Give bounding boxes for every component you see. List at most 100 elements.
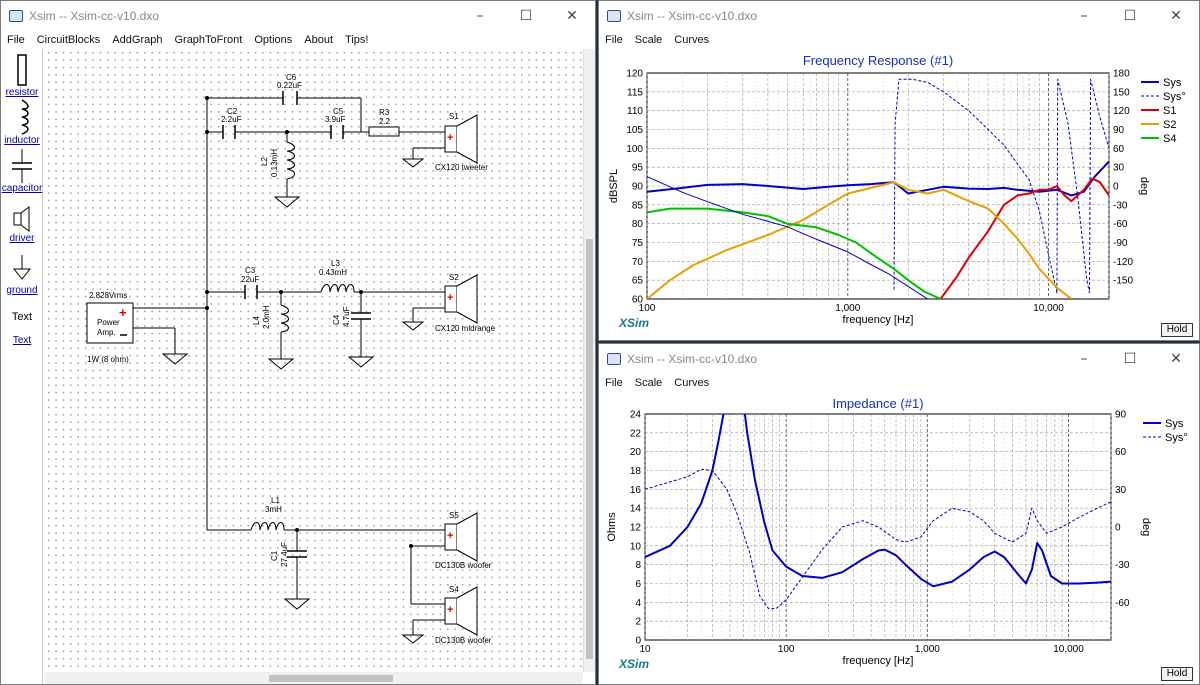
y2-tick-label: 150 bbox=[1113, 87, 1130, 98]
schematic-menubar: File CircuitBlocks AddGraph GraphToFront… bbox=[1, 31, 595, 49]
schematic-canvas[interactable]: Power Amp. + 2.828Vrms 1W (8 ohm) + S1 C… bbox=[45, 49, 583, 672]
y-tick-label: 22 bbox=[630, 428, 642, 439]
speaker-icon bbox=[13, 206, 30, 232]
hold-button[interactable]: Hold bbox=[1161, 323, 1193, 337]
menu-file[interactable]: File bbox=[605, 377, 623, 389]
legend-label: Sys bbox=[1163, 77, 1182, 89]
c3-value: 22uF bbox=[241, 275, 259, 284]
x-tick-label: 100 bbox=[639, 303, 656, 314]
y-tick-label: 24 bbox=[630, 410, 642, 421]
freq-titlebar[interactable]: Xsim -- Xsim-cc-v10.dxo – ☐ ✕ bbox=[599, 1, 1199, 31]
menu-graphtofront[interactable]: GraphToFront bbox=[174, 34, 243, 46]
close-icon[interactable]: ✕ bbox=[1170, 8, 1182, 24]
driver-s2[interactable]: + bbox=[444, 274, 478, 324]
legend-label: S2 bbox=[1163, 119, 1176, 131]
y2-tick-label: -60 bbox=[1115, 598, 1130, 609]
palette-text[interactable]: Text bbox=[12, 335, 32, 346]
hold-button[interactable]: Hold bbox=[1161, 667, 1193, 681]
menu-about[interactable]: About bbox=[304, 34, 334, 46]
y2-axis-label: deg bbox=[1138, 177, 1150, 195]
menu-file[interactable]: File bbox=[605, 34, 623, 46]
y-tick-label: 20 bbox=[630, 447, 642, 458]
imp-menubar: File Scale Curves bbox=[599, 374, 1199, 392]
window-title: Xsim -- Xsim-cc-v10.dxo bbox=[627, 352, 758, 366]
y-tick-label: 70 bbox=[632, 257, 644, 268]
menu-curves[interactable]: Curves bbox=[674, 34, 710, 46]
schematic-diagram: Power Amp. + 2.828Vrms 1W (8 ohm) + S1 C… bbox=[86, 73, 496, 645]
frequency-response-chart[interactable]: Frequency Response (#1)60657075808590951… bbox=[599, 49, 1199, 340]
driver-s1[interactable]: + bbox=[444, 114, 478, 164]
amp-plus-icon: + bbox=[119, 305, 127, 320]
s5-label: S5 bbox=[449, 511, 459, 520]
c3-label: C3 bbox=[245, 266, 256, 275]
c4-value: 4.7uF bbox=[342, 306, 351, 327]
l3-coil[interactable] bbox=[320, 284, 355, 293]
l2-value: 0.13mH bbox=[270, 149, 279, 177]
close-icon[interactable]: ✕ bbox=[566, 8, 578, 24]
y2-tick-label: 30 bbox=[1113, 163, 1125, 174]
palette-capacitor[interactable]: capacitor bbox=[1, 149, 43, 194]
amp-name1: Power bbox=[97, 318, 120, 327]
y-tick-label: 0 bbox=[635, 636, 641, 647]
l4-coil[interactable] bbox=[280, 304, 289, 333]
maximize-icon[interactable]: ☐ bbox=[519, 8, 533, 24]
y-tick-label: 4 bbox=[635, 598, 641, 609]
palette-ground[interactable]: ground bbox=[1, 253, 43, 296]
menu-addgraph[interactable]: AddGraph bbox=[112, 34, 163, 46]
menu-circuitblocks[interactable]: CircuitBlocks bbox=[36, 34, 101, 46]
minimize-icon[interactable]: – bbox=[1080, 8, 1088, 24]
l2-coil[interactable] bbox=[286, 141, 295, 180]
y-tick-label: 85 bbox=[632, 200, 644, 211]
series-line-phase-5 bbox=[647, 176, 928, 299]
l2-label: L2 bbox=[260, 157, 269, 166]
resistor-icon bbox=[17, 54, 27, 86]
vertical-scrollbar[interactable] bbox=[583, 49, 595, 672]
impedance-chart[interactable]: Impedance (#1)024681012141618202224-60-3… bbox=[599, 392, 1199, 684]
y2-tick-label: -30 bbox=[1115, 560, 1130, 571]
power-amp[interactable]: Power Amp. + bbox=[86, 302, 134, 344]
horizontal-scroll-thumb[interactable] bbox=[269, 675, 393, 682]
maximize-icon[interactable]: ☐ bbox=[1123, 351, 1137, 367]
ground-s4 bbox=[401, 634, 425, 644]
y-tick-label: 6 bbox=[635, 579, 641, 590]
menu-options[interactable]: Options bbox=[254, 34, 293, 46]
chart-title: Impedance (#1) bbox=[832, 396, 923, 411]
palette-driver[interactable]: driver bbox=[1, 205, 43, 244]
minimize-icon[interactable]: – bbox=[476, 8, 484, 24]
freq-menubar: File Scale Curves bbox=[599, 31, 1199, 49]
s2-name: CX120 midrange bbox=[435, 324, 496, 333]
menu-scale[interactable]: Scale bbox=[634, 377, 663, 389]
y-axis-label: dBSPL bbox=[608, 169, 620, 203]
r3-symbol[interactable] bbox=[368, 126, 400, 137]
menu-file[interactable]: File bbox=[7, 34, 25, 46]
ground-amp bbox=[161, 353, 189, 365]
y2-tick-label: 90 bbox=[1115, 410, 1127, 421]
vertical-scroll-thumb[interactable] bbox=[586, 239, 593, 659]
app-icon bbox=[9, 10, 23, 22]
menu-curves[interactable]: Curves bbox=[674, 377, 710, 389]
driver-s5[interactable]: + bbox=[444, 512, 478, 562]
ground-c1 bbox=[283, 598, 311, 610]
imp-titlebar[interactable]: Xsim -- Xsim-cc-v10.dxo – ☐ ✕ bbox=[599, 344, 1199, 374]
menu-tips[interactable]: Tips! bbox=[345, 34, 369, 46]
l1-coil[interactable] bbox=[250, 522, 285, 531]
x-axis-label: frequency [Hz] bbox=[843, 314, 914, 326]
y2-tick-label: 60 bbox=[1115, 447, 1127, 458]
menu-scale[interactable]: Scale bbox=[634, 34, 663, 46]
component-palette: resistor inductor capacitor driver groun… bbox=[1, 49, 43, 684]
y-tick-label: 65 bbox=[632, 276, 644, 287]
palette-text-sample[interactable]: Text bbox=[11, 311, 33, 323]
close-icon[interactable]: ✕ bbox=[1170, 351, 1182, 367]
palette-inductor[interactable]: inductor bbox=[1, 99, 43, 146]
driver-s4[interactable]: + bbox=[444, 586, 478, 636]
c6-label: C6 bbox=[286, 73, 297, 82]
minimize-icon[interactable]: – bbox=[1080, 351, 1088, 367]
y-tick-label: 10 bbox=[630, 541, 642, 552]
y-tick-label: 8 bbox=[635, 560, 641, 571]
palette-resistor[interactable]: resistor bbox=[1, 53, 43, 98]
maximize-icon[interactable]: ☐ bbox=[1123, 8, 1137, 24]
s1-label: S1 bbox=[449, 112, 459, 121]
schematic-titlebar[interactable]: Xsim -- Xsim-cc-v10.dxo – ☐ ✕ bbox=[1, 1, 595, 31]
horizontal-scrollbar[interactable] bbox=[45, 672, 583, 684]
junction-dot bbox=[295, 528, 299, 532]
